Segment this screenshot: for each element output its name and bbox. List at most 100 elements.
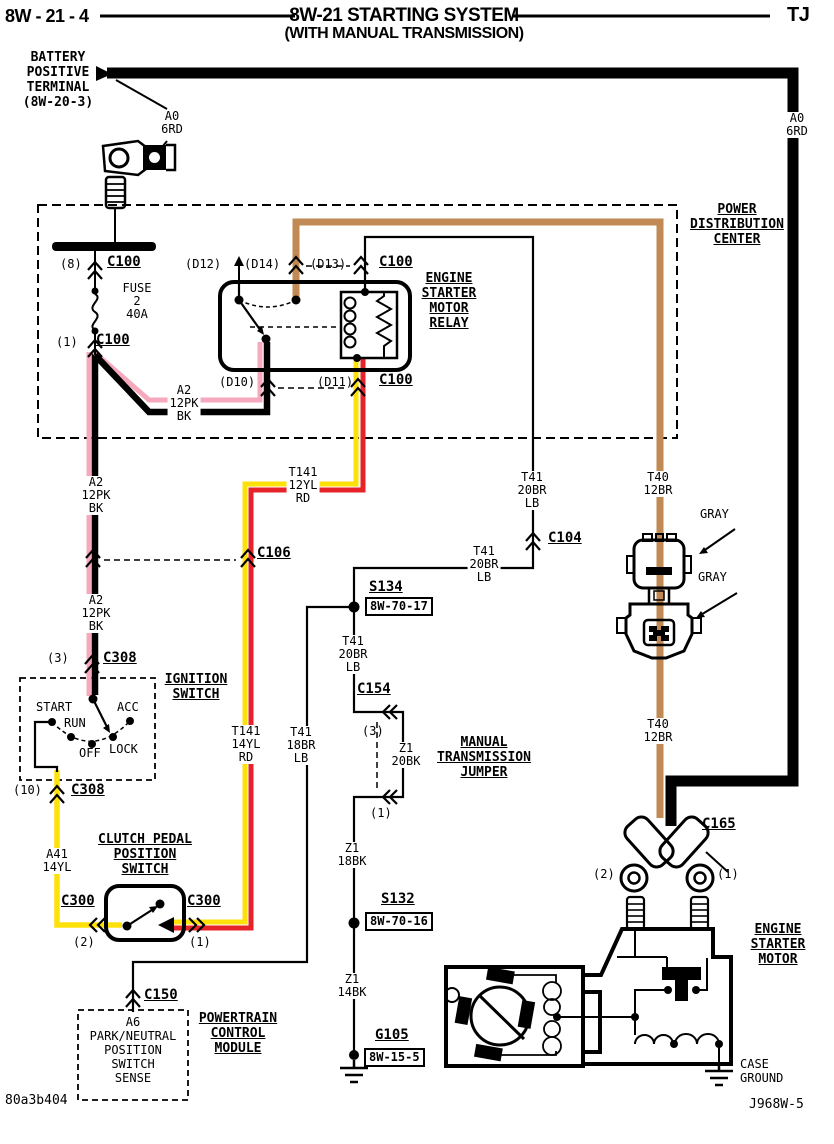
- connector-c165: [619, 815, 729, 893]
- relay-resistor: [374, 292, 394, 358]
- pin-1-c165: (1): [717, 867, 739, 881]
- case-ground-label: CASE GROUND: [740, 1057, 784, 1085]
- ground-label-g105: G105: [375, 1027, 409, 1043]
- wire-label-z1-14bk: Z1 14BK: [335, 972, 369, 999]
- pin-8: (8): [60, 257, 82, 271]
- clutch-pedal-position-switch: [104, 884, 186, 942]
- wire-label-t41-upper: T41 20BR LB: [515, 470, 549, 510]
- connector-label-c308-3: C308: [103, 650, 137, 666]
- connector-c100-relay-bottom: [260, 377, 366, 397]
- relay-label: ENGINE STARTER MOTOR RELAY: [421, 271, 477, 331]
- connector-c154: [376, 704, 398, 805]
- wire-a41-yellow: [54, 770, 122, 928]
- wire-label-z1-18bk: Z1 18BK: [335, 841, 369, 868]
- pin-3-jumper: (3): [362, 724, 384, 738]
- page-subtitle: (WITH MANUAL TRANSMISSION): [284, 25, 524, 42]
- connector-label-c300-right: C300: [187, 893, 221, 909]
- wire-label-t141-12yl: T141 12YL RD: [286, 465, 320, 505]
- fuse-2-40a: [91, 287, 99, 355]
- case-ground-symbol: [705, 1064, 733, 1087]
- connector-label-c104: C104: [548, 530, 582, 546]
- ignition-switch: [33, 692, 134, 772]
- wire-label-t40-upper: T40 12BR: [641, 470, 675, 497]
- vehicle-code: TJ: [787, 4, 810, 26]
- wire-label-a0-right: A0 6RD: [784, 111, 810, 138]
- ignition-run: RUN: [64, 716, 86, 730]
- relay-arm-arrow: [257, 326, 264, 335]
- gray-label-lower: GRAY: [698, 570, 727, 584]
- connector-c300-right: [188, 917, 206, 933]
- ignition-start: START: [36, 700, 73, 714]
- ground-ref-g105: 8W-15-5: [364, 1048, 425, 1067]
- wire-label-t141-14yl: T141 14YL RD: [229, 724, 263, 764]
- splice-ref-s132: 8W-70-16: [365, 912, 433, 931]
- pin-2-clutch: (2): [73, 935, 95, 949]
- splice-label-s134: S134: [369, 579, 403, 595]
- ignition-switch-box: [19, 677, 156, 781]
- wire-label-t40-lower: T40 12BR: [641, 717, 675, 744]
- connector-label-c106: C106: [257, 545, 291, 561]
- wire-label-a2-upper: A2 12PK BK: [79, 475, 113, 515]
- connector-label-c308-10: C308: [71, 782, 105, 798]
- ignition-lock: LOCK: [109, 742, 138, 756]
- jumper-label: MANUAL TRANSMISSION JUMPER: [437, 735, 531, 780]
- splice-s132: [348, 917, 360, 929]
- wire-label-a2-lower: A2 12PK BK: [79, 593, 113, 633]
- connector-c106: [85, 548, 256, 568]
- starter-solenoid-box: [581, 927, 733, 1066]
- wire-label-t41-18br: T41 18BR LB: [284, 725, 318, 765]
- connector-c104: [525, 531, 541, 551]
- battery-cable-a0: [96, 66, 799, 826]
- clutch-switch-label: CLUTCH PEDAL POSITION SWITCH: [98, 832, 192, 877]
- ground-g105: [340, 1050, 368, 1084]
- gray-arrows: [696, 528, 738, 618]
- d12-arrow: [234, 256, 244, 266]
- pin-d10: (D10): [219, 375, 256, 389]
- connector-label-c100-relay-top: C100: [379, 254, 413, 270]
- gray-label-upper: GRAY: [700, 507, 729, 521]
- pin-2-c165: (2): [593, 867, 615, 881]
- connector-c308-3: [84, 654, 100, 674]
- footer-right: J968W-5: [749, 1097, 804, 1112]
- engine-starter-motor: [444, 895, 733, 1068]
- starter-motor-label: ENGINE STARTER MOTOR: [750, 922, 806, 967]
- pin-1-fuse: (1): [56, 335, 78, 349]
- connector-label-c300-left: C300: [61, 893, 95, 909]
- wire-label-t41-lower: T41 20BR LB: [336, 634, 370, 674]
- engine-starter-motor-relay: [218, 256, 412, 372]
- ignition-switch-label: IGNITION SWITCH: [164, 672, 228, 702]
- pcm-label: POWERTRAIN CONTROL MODULE: [198, 1011, 278, 1056]
- splice-label-s132: S132: [381, 891, 415, 907]
- pin-d12: (D12): [185, 257, 222, 271]
- pin-1-clutch: (1): [189, 935, 211, 949]
- wire-label-z1-20bk: Z1 20BK: [389, 741, 423, 768]
- page-title: 8W-21 STARTING SYSTEM: [289, 5, 519, 26]
- fuse-label: FUSE 2 40A: [122, 281, 152, 321]
- gray-connector-upper: [626, 533, 692, 606]
- connector-label-c150: C150: [144, 987, 178, 1003]
- battery-terminal-label: BATTERY POSITIVE TERMINAL (8W-20-3): [22, 50, 94, 110]
- connector-c150: [125, 988, 141, 1008]
- ignition-acc: ACC: [117, 700, 139, 714]
- gray-connector-lower: [616, 602, 702, 660]
- wire-t141-yellow-red: [158, 357, 366, 933]
- pin-10: (10): [13, 783, 42, 797]
- splice-s134: [348, 601, 360, 613]
- pin-3-c308: (3): [47, 651, 69, 665]
- pcm-pin-function: A6 PARK/NEUTRAL POSITION SWITCH SENSE: [89, 1015, 177, 1085]
- connector-label-c165: C165: [702, 816, 736, 832]
- connector-c308-10: [49, 784, 65, 804]
- page-ref: 8W - 21 - 4: [5, 6, 89, 26]
- connector-c100-1: [87, 338, 103, 358]
- ignition-arm-arrow: [103, 724, 110, 733]
- splice-ref-s134: 8W-70-17: [365, 597, 433, 616]
- pin-d11: (D11): [317, 375, 354, 389]
- wire-label-a41: A41 14YL: [40, 847, 74, 874]
- wire-label-a2-pdc: A2 12PK BK: [167, 383, 201, 423]
- pdc-label: POWER DISTRIBUTION CENTER: [690, 202, 784, 247]
- wire-end-arrow: [158, 917, 174, 933]
- wire-label-a0-left: A0 6RD: [159, 109, 185, 136]
- footer-left: 80a3b404: [5, 1093, 68, 1108]
